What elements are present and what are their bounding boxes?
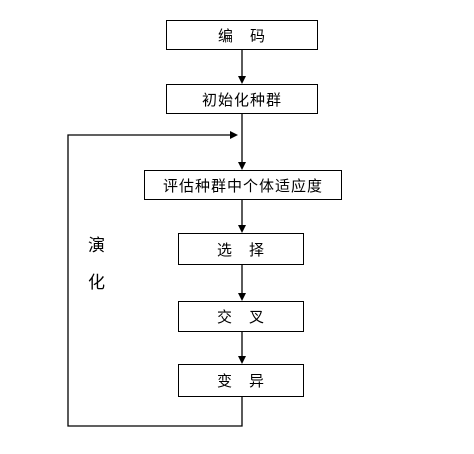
loop-label-line2: 化 (88, 273, 105, 293)
step-encode-box: 编 码 (166, 20, 318, 50)
step-encode-label: 编 码 (217, 26, 266, 45)
step-select-label: 选 择 (216, 240, 265, 259)
loop-label-line1: 演 (88, 236, 105, 256)
step-mutate-label: 变 异 (216, 372, 265, 390)
step-init-population-box: 初始化种群 (166, 84, 318, 114)
step-crossover-label: 交 叉 (216, 308, 265, 326)
step-select-box: 选 择 (178, 233, 304, 265)
step-evaluate-fitness-label: 评估种群中个体适应度 (162, 176, 323, 195)
step-init-population-label: 初始化种群 (201, 90, 282, 109)
step-evaluate-fitness-box: 评估种群中个体适应度 (144, 170, 342, 200)
step-crossover-box: 交 叉 (178, 301, 304, 332)
arrow-evolution-loop (67, 131, 243, 427)
step-mutate-box: 变 异 (178, 364, 304, 397)
